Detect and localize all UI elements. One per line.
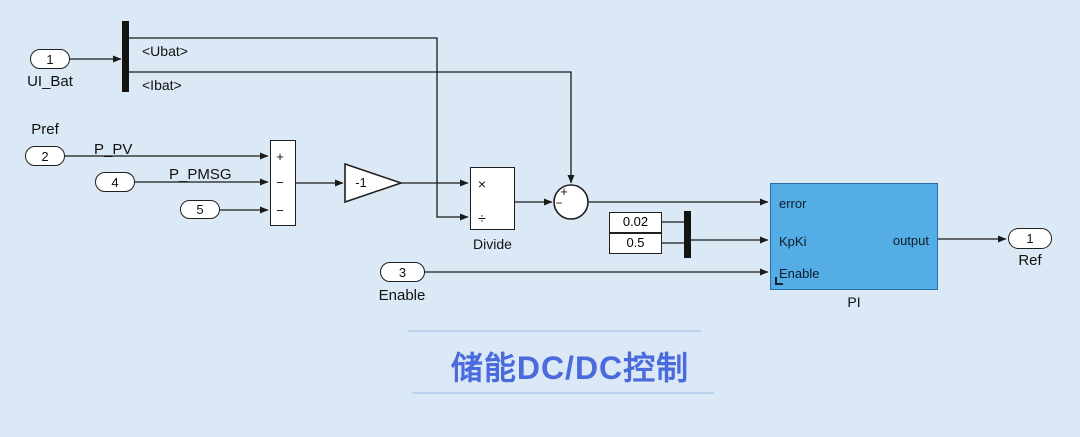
- pi-subsystem-block[interactable]: error KpKi Enable output: [770, 183, 938, 290]
- inport-5[interactable]: 5: [180, 200, 220, 219]
- constant-0-5-value: 0.5: [626, 235, 645, 250]
- inport-4[interactable]: 4: [95, 172, 135, 192]
- pi-port-enable: Enable: [779, 266, 820, 281]
- sum-circle-sign-top: +: [560, 184, 568, 199]
- inport-4-number: 4: [111, 174, 119, 190]
- sum-sign-minus-2: −: [276, 203, 284, 218]
- pi-port-output: output: [892, 233, 929, 248]
- annotation-bottom-line: [412, 392, 714, 394]
- inport-ui-bat-number: 1: [46, 51, 54, 67]
- signal-label-ubat: <Ubat>: [142, 43, 188, 59]
- inport-enable-label: Enable: [378, 287, 426, 304]
- sum-sign-minus-1: −: [276, 175, 284, 190]
- constant-block-0-5[interactable]: 0.5: [609, 233, 662, 254]
- outport-ref[interactable]: 1: [1008, 228, 1052, 249]
- sum-circle-block[interactable]: [553, 184, 589, 220]
- sum-circle-sign-left: −: [555, 196, 563, 210]
- signal-label-p-pv: P_PV: [94, 141, 133, 158]
- sum-sign-plus: +: [276, 149, 284, 164]
- divide-block-label: Divide: [473, 236, 512, 252]
- pi-port-kpki: KpKi: [779, 234, 807, 249]
- inport-ui-bat-label: UI_Bat: [27, 73, 73, 90]
- gain-value: -1: [355, 175, 367, 190]
- divide-block[interactable]: × ÷: [470, 167, 515, 230]
- wire-ibat[interactable]: [129, 71, 575, 184]
- signal-label-ibat: <Ibat>: [142, 77, 182, 93]
- inport-pref-number: 2: [41, 148, 49, 164]
- pi-corner-icon: [775, 277, 783, 285]
- pi-block-label: PI: [847, 294, 861, 310]
- inport-enable[interactable]: 3: [380, 262, 425, 282]
- outport-ref-number: 1: [1026, 231, 1034, 246]
- annotation-top-line: [408, 330, 701, 332]
- wire-ubat[interactable]: [129, 37, 469, 221]
- divide-divide-sign: ÷: [478, 210, 486, 226]
- inport-ui-bat[interactable]: 1: [30, 49, 70, 69]
- sum-block[interactable]: + − −: [270, 140, 296, 226]
- divide-multiply-sign: ×: [477, 176, 487, 192]
- pi-port-error: error: [779, 196, 807, 211]
- inport-pref[interactable]: 2: [25, 146, 65, 166]
- mux-block[interactable]: [684, 211, 691, 258]
- gain-block[interactable]: [344, 162, 404, 204]
- inport-5-number: 5: [196, 202, 204, 217]
- constant-0-02-value: 0.02: [622, 214, 649, 229]
- outport-ref-label: Ref: [1018, 252, 1042, 269]
- bus-selector-block[interactable]: [122, 21, 129, 92]
- annotation-title[interactable]: 储能DC/DC控制: [450, 350, 690, 386]
- inport-enable-number: 3: [398, 264, 407, 280]
- inport-pref-label: Pref: [31, 121, 59, 138]
- signal-label-p-pmsg: P_PMSG: [169, 166, 232, 183]
- constant-block-0-02[interactable]: 0.02: [609, 212, 662, 233]
